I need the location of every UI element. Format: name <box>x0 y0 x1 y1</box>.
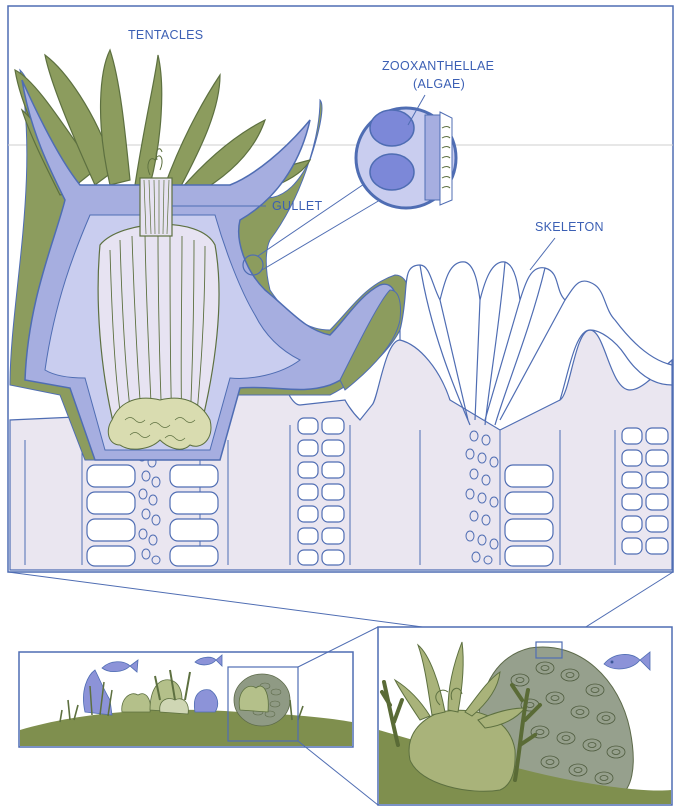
zooxanthellae-magnifier <box>356 108 456 208</box>
mesenteries <box>98 224 219 449</box>
label-tentacles: TENTACLES <box>128 28 203 42</box>
label-skeleton: SKELETON <box>535 220 604 234</box>
algae-cell <box>370 110 414 146</box>
connector-zoom-bottom <box>298 741 378 805</box>
algae-cell <box>370 154 414 190</box>
cross-section-panel: TENTACLES ZOOXANTHELLAE (ALGAE) GULLET S… <box>8 6 673 572</box>
label-gullet: GULLET <box>272 199 322 213</box>
reef-zoom-panel <box>378 627 672 805</box>
reef-overview-panel <box>19 652 353 747</box>
label-zooxanthellae: ZOOXANTHELLAE <box>382 59 494 73</box>
label-algae: (ALGAE) <box>413 77 465 91</box>
